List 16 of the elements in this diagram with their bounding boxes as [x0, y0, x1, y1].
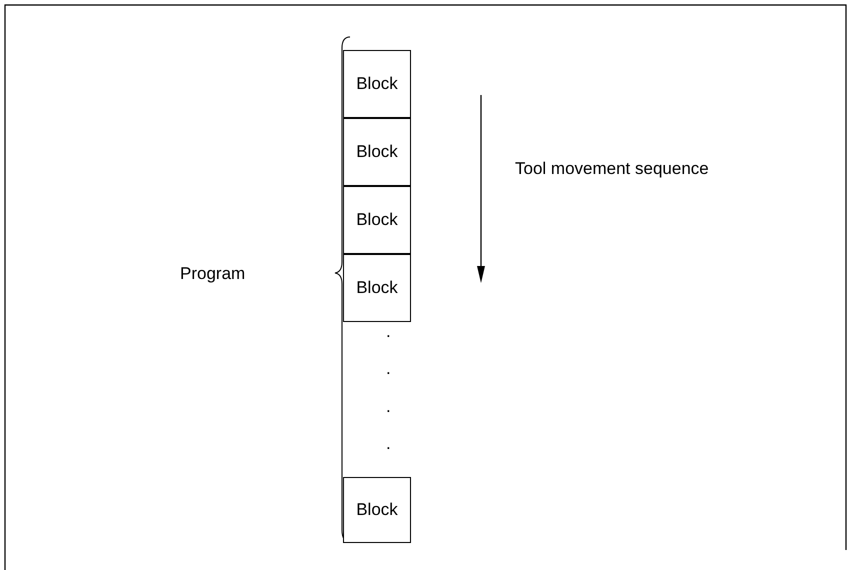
block-label: Block: [356, 278, 398, 298]
ellipsis-dot: .: [386, 359, 391, 379]
program-label: Program: [180, 264, 246, 284]
block-box: [343, 118, 411, 186]
block-box: [343, 186, 411, 254]
ellipsis-dot: .: [386, 397, 391, 417]
block-box: [343, 477, 411, 543]
block-label: Block: [356, 500, 398, 520]
block-label: Block: [356, 142, 398, 162]
block-box: [343, 254, 411, 322]
block-box: [343, 50, 411, 118]
ellipsis-dot: .: [386, 434, 391, 454]
ellipsis-dot: .: [386, 322, 391, 342]
sequence-label: Tool movement sequence: [515, 159, 709, 179]
block-label: Block: [356, 74, 398, 94]
block-label: Block: [356, 210, 398, 230]
